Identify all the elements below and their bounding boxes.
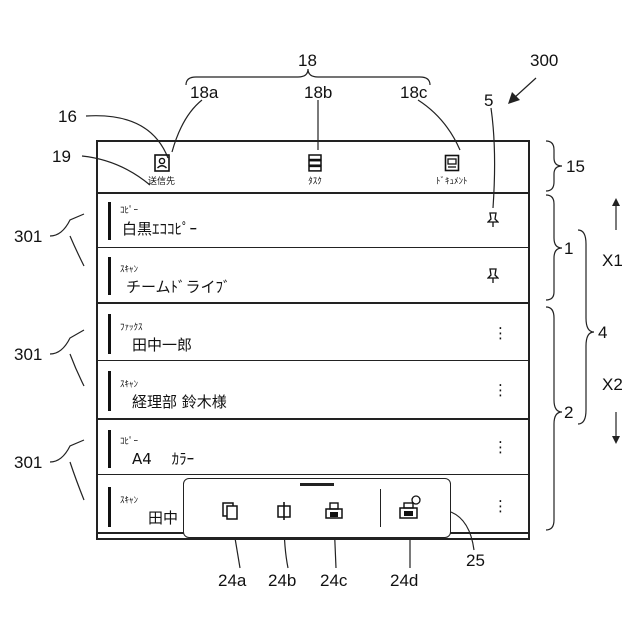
list-item[interactable]: ｺﾋﾟｰ 白黒ｴｺｺﾋﾟｰ xyxy=(98,192,528,247)
ref-18: 18 xyxy=(298,52,317,69)
copy-icon[interactable] xyxy=(220,501,240,521)
tab-destination-label: 送信先 xyxy=(148,174,175,187)
job-title: チームﾄﾞライﾌﾞ xyxy=(126,276,231,297)
fax-icon[interactable] xyxy=(398,495,422,521)
pin-icon[interactable] xyxy=(487,212,499,228)
more-icon[interactable]: ⋮ xyxy=(493,383,508,398)
list-item[interactable]: ｽｷｬﾝ 経理部 鈴木様 ⋮ xyxy=(98,360,528,418)
tab-task-label: ﾀｽｸ xyxy=(308,174,322,187)
more-icon[interactable]: ⋮ xyxy=(493,440,508,455)
job-title: 白黒ｴｺｺﾋﾟｰ xyxy=(122,218,197,239)
job-type: ｽｷｬﾝ xyxy=(120,493,138,506)
tab-task[interactable]: ﾀｽｸ xyxy=(306,154,324,187)
list-item[interactable]: ｺﾋﾟｰ A4 ｶﾗｰ ⋮ xyxy=(98,418,528,474)
job-title: 田中一郎 xyxy=(132,334,192,355)
job-type: ｽｷｬﾝ xyxy=(120,262,138,275)
quick-action-popup xyxy=(183,478,451,538)
task-stack-icon xyxy=(306,154,324,172)
job-type: ﾌｧｯｸｽ xyxy=(120,320,143,333)
row-marker xyxy=(108,371,111,411)
more-icon[interactable]: ⋮ xyxy=(493,326,508,341)
ref-24d: 24d xyxy=(390,572,418,589)
row-marker xyxy=(108,487,111,527)
job-title: 経理部 鈴木様 xyxy=(132,391,227,412)
print-icon[interactable] xyxy=(324,501,344,521)
row-marker xyxy=(108,314,111,354)
ref-x2: X2 xyxy=(602,376,623,393)
popup-divider xyxy=(380,489,381,527)
list-item[interactable]: ｽｷｬﾝ チームﾄﾞライﾌﾞ xyxy=(98,247,528,302)
ref-300: 300 xyxy=(530,52,558,69)
ref-18c: 18c xyxy=(400,84,427,101)
job-title: A4 ｶﾗｰ xyxy=(132,448,194,469)
tab-destination[interactable]: 送信先 xyxy=(148,154,175,187)
ref-24b: 24b xyxy=(268,572,296,589)
ref-16: 16 xyxy=(58,108,77,125)
row-marker xyxy=(108,257,111,295)
more-icon[interactable]: ⋮ xyxy=(493,499,508,514)
job-type: ｽｷｬﾝ xyxy=(120,377,138,390)
ref-18b: 18b xyxy=(304,84,332,101)
pin-icon[interactable] xyxy=(487,268,499,284)
tab-document-label: ﾄﾞｷｭﾒﾝﾄ xyxy=(436,174,468,187)
ref-x1: X1 xyxy=(602,252,623,269)
document-icon xyxy=(443,154,461,172)
drag-handle[interactable] xyxy=(300,483,334,486)
job-title: 田中 xyxy=(148,507,178,528)
row-marker xyxy=(108,202,111,240)
ref-2: 2 xyxy=(564,404,573,421)
address-book-icon xyxy=(153,154,171,172)
ref-18a: 18a xyxy=(190,84,218,101)
list-item[interactable]: ﾌｧｯｸｽ 田中一郎 ⋮ xyxy=(98,302,528,360)
ref-301-mid: 301 xyxy=(14,346,42,363)
tab-document[interactable]: ﾄﾞｷｭﾒﾝﾄ xyxy=(436,154,468,187)
rotate-icon[interactable] xyxy=(274,501,294,521)
ref-15: 15 xyxy=(566,158,585,175)
ref-24a: 24a xyxy=(218,572,246,589)
ref-1: 1 xyxy=(564,240,573,257)
ref-5: 5 xyxy=(484,92,493,109)
row-marker xyxy=(108,430,111,468)
job-type: ｺﾋﾟｰ xyxy=(120,434,138,447)
ref-301-bottom: 301 xyxy=(14,454,42,471)
ref-301-top: 301 xyxy=(14,228,42,245)
ref-24c: 24c xyxy=(320,572,347,589)
ref-4: 4 xyxy=(598,324,607,341)
ref-25: 25 xyxy=(466,552,485,569)
ref-19: 19 xyxy=(52,148,71,165)
job-type: ｺﾋﾟｰ xyxy=(120,203,138,216)
